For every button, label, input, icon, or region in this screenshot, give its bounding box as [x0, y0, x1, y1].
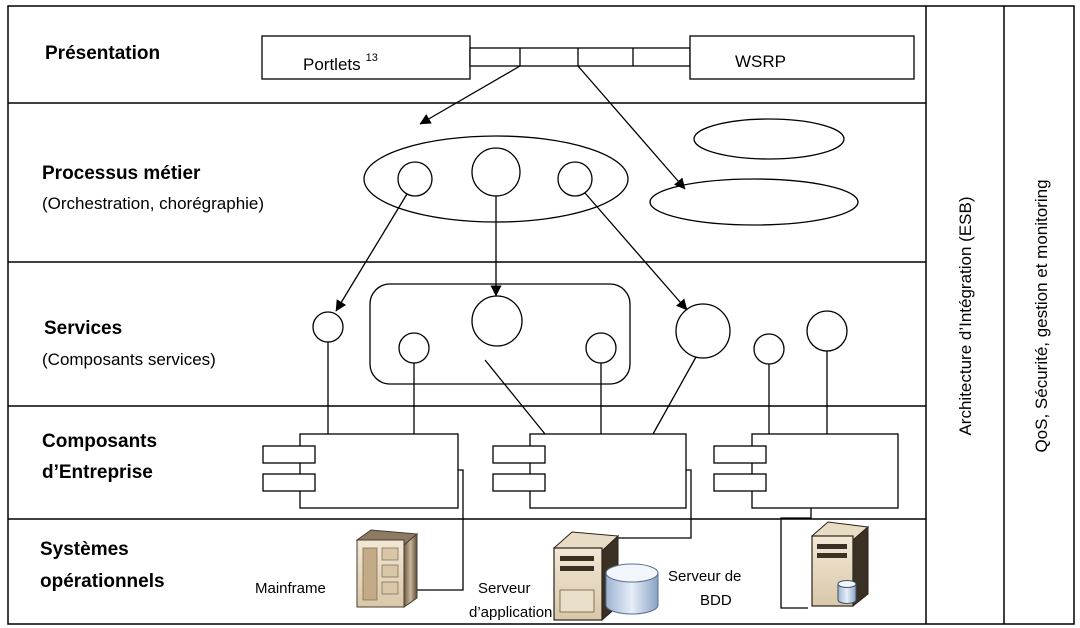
- layer-subtitle-services: (Composants services): [42, 350, 216, 369]
- arrow-portlets-to-process: [419, 65, 521, 125]
- connector-strip: [469, 47, 691, 67]
- service-node: [471, 295, 523, 347]
- esb-column-label: Architecture d’Intégration (ESB): [956, 196, 975, 435]
- process-node: [471, 147, 521, 197]
- layer-title-presentation: Présentation: [45, 43, 160, 64]
- layer-title-business-process: Processus métier: [42, 163, 201, 184]
- process-node: [397, 161, 433, 197]
- app-server-label-line2: d’application: [469, 604, 552, 621]
- qos-column-label: QoS, Sécurité, gestion et monitoring: [1032, 179, 1051, 452]
- portlets-box: [261, 35, 471, 80]
- db-server-label-line1: Serveur de: [668, 568, 741, 585]
- service-node: [312, 311, 344, 343]
- layer-title-operational-systems-line2: opérationnels: [40, 571, 165, 592]
- service-node: [753, 333, 785, 365]
- service-node: [398, 332, 430, 364]
- mainframe-label: Mainframe: [255, 580, 326, 597]
- enterprise-component: [492, 433, 687, 509]
- component-to-appserver-connector: [618, 469, 692, 539]
- layer-title-services: Services: [44, 318, 122, 339]
- process-ellipse: [693, 118, 845, 160]
- enterprise-component: [262, 433, 459, 509]
- process-node: [557, 161, 593, 197]
- layer-grid: [7, 5, 1075, 625]
- service-connector: [484, 359, 546, 435]
- component-to-mainframe-connector: [417, 469, 464, 591]
- outer-frame: [7, 5, 1075, 625]
- layer-title-enterprise-components-line1: Composants: [42, 431, 157, 452]
- wsrp-label: WSRP: [735, 52, 786, 71]
- database-cylinder-icon: [605, 563, 659, 615]
- db-server-label-line2: BDD: [700, 592, 732, 609]
- layer-subtitle-business-process: (Orchestration, chorégraphie): [42, 194, 264, 213]
- server-tower-icon: [355, 529, 419, 608]
- service-node: [806, 310, 848, 352]
- component-to-dbserver-connector: [780, 508, 812, 609]
- service-node: [675, 303, 731, 359]
- presentation-bar: [261, 35, 915, 80]
- arrow-wsrp-to-process: [577, 65, 686, 190]
- database-server-icon: [810, 521, 870, 608]
- service-node: [585, 332, 617, 364]
- arrow-process-to-service: [584, 192, 688, 311]
- service-connector: [652, 356, 697, 435]
- wsrp-box: [689, 35, 915, 80]
- app-server-label-line1: Serveur: [478, 580, 531, 597]
- layer-title-enterprise-components-line2: d’Entreprise: [42, 462, 153, 483]
- layer-title-operational-systems-line1: Systèmes: [40, 539, 129, 560]
- arrow-process-to-service: [335, 193, 408, 312]
- enterprise-component: [713, 433, 899, 509]
- process-ellipse: [649, 178, 859, 226]
